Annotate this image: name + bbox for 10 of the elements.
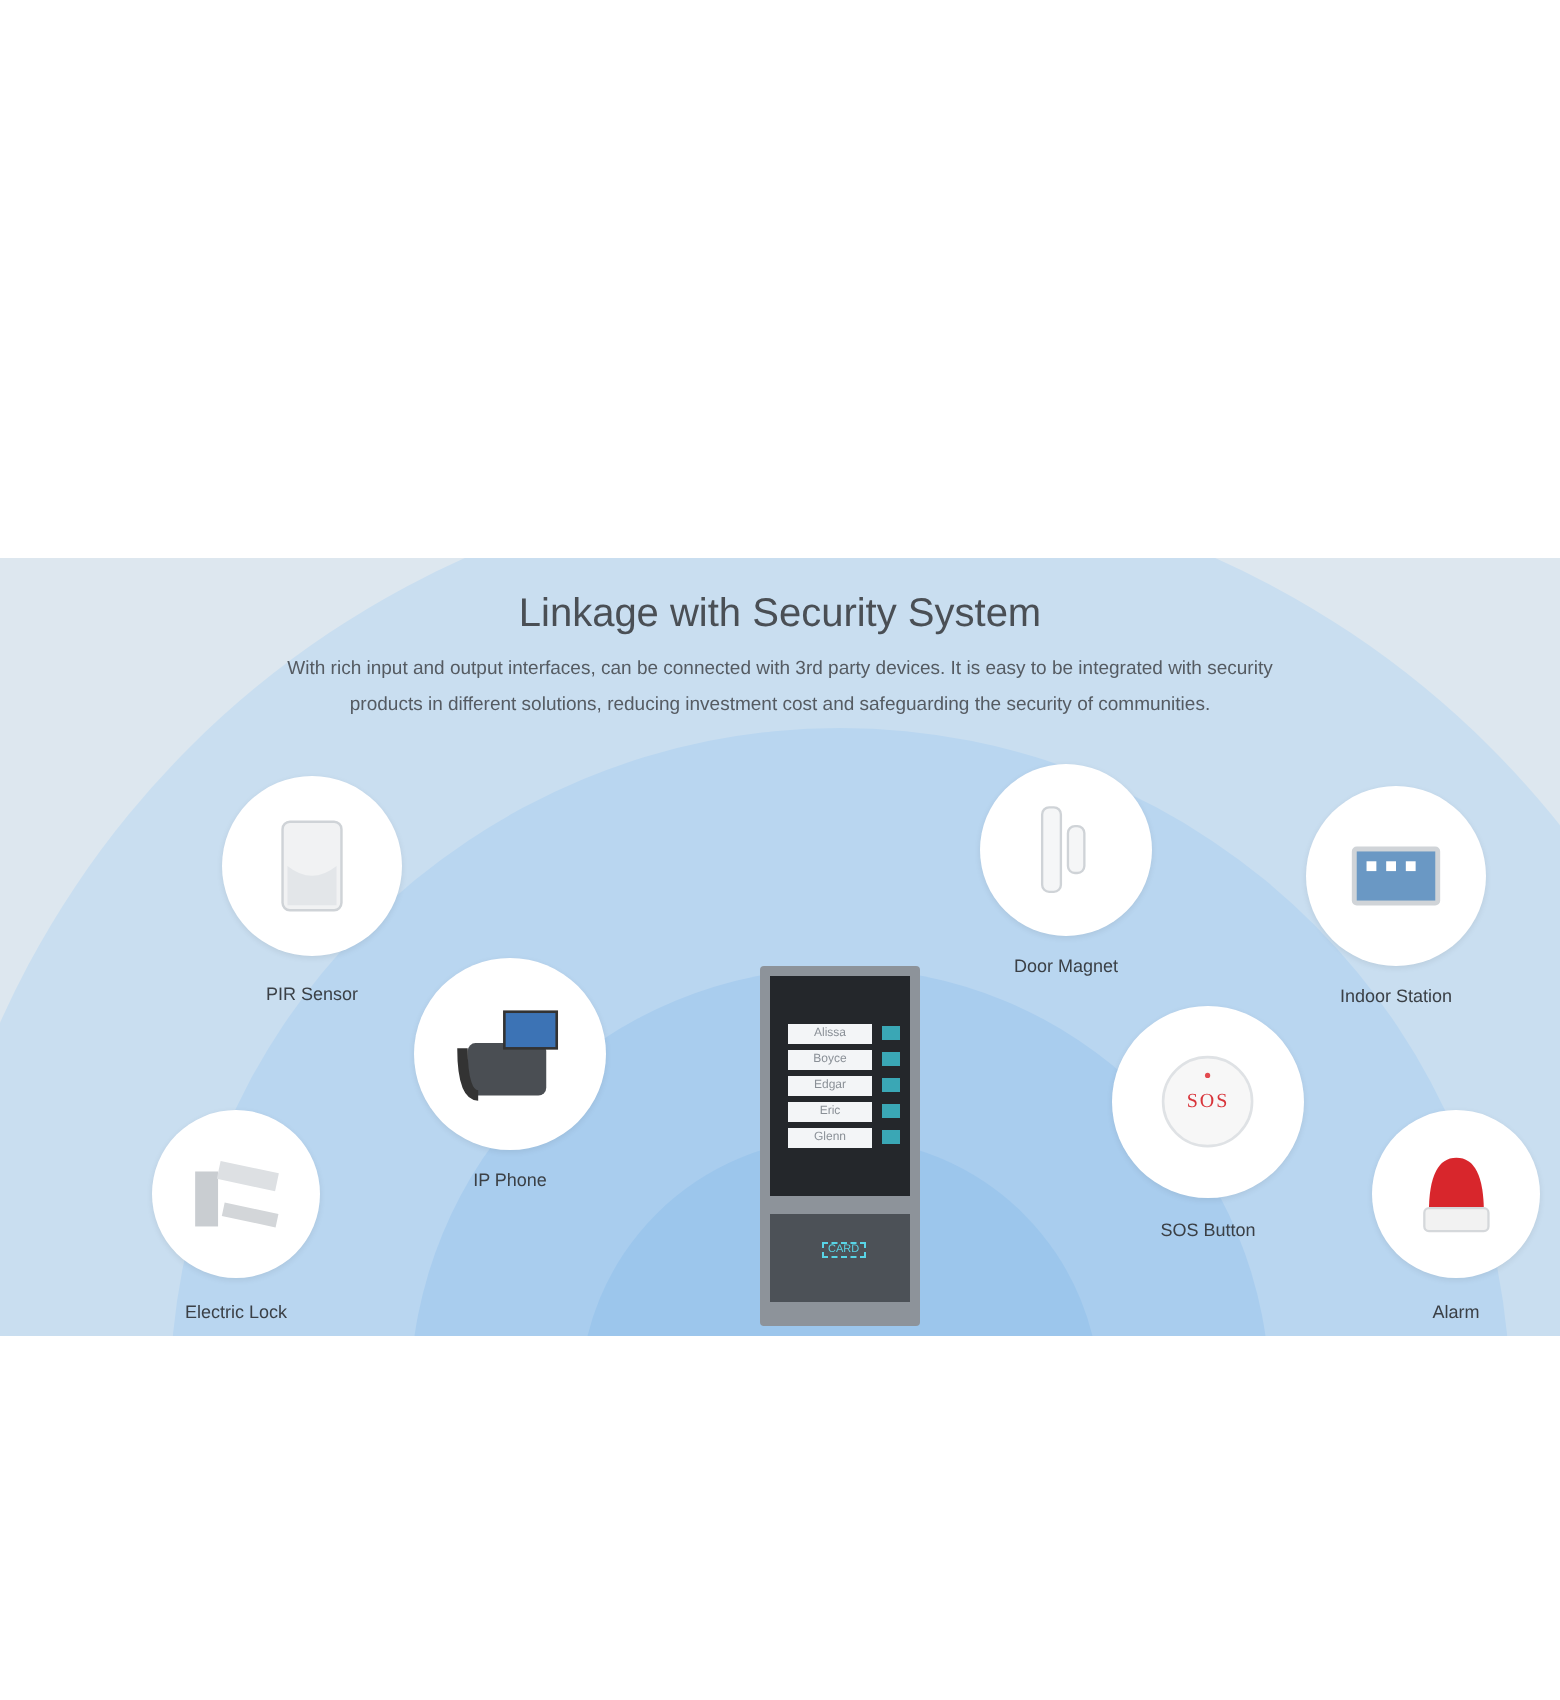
device-label: Electric Lock xyxy=(184,1302,288,1322)
button-caption: SOS xyxy=(1184,1091,1232,1113)
device-label: IP Phone xyxy=(473,1170,547,1190)
device-label: PIR Sensor xyxy=(265,984,359,1004)
device-label: Indoor Station xyxy=(1339,986,1453,1006)
device-label: Door Magnet xyxy=(1013,956,1119,976)
diagram-title: Linkage with Security System xyxy=(516,592,1044,638)
device-label: Alarm xyxy=(1432,1302,1480,1322)
description-text: With rich input and output interfaces, can be connected with 3rd party devices. It is easy to be integrated with security products in different solutions, reducing investment cost and safeguarding the security of communities. xyxy=(285,656,1275,720)
device-label: SOS Button xyxy=(1160,1220,1256,1240)
